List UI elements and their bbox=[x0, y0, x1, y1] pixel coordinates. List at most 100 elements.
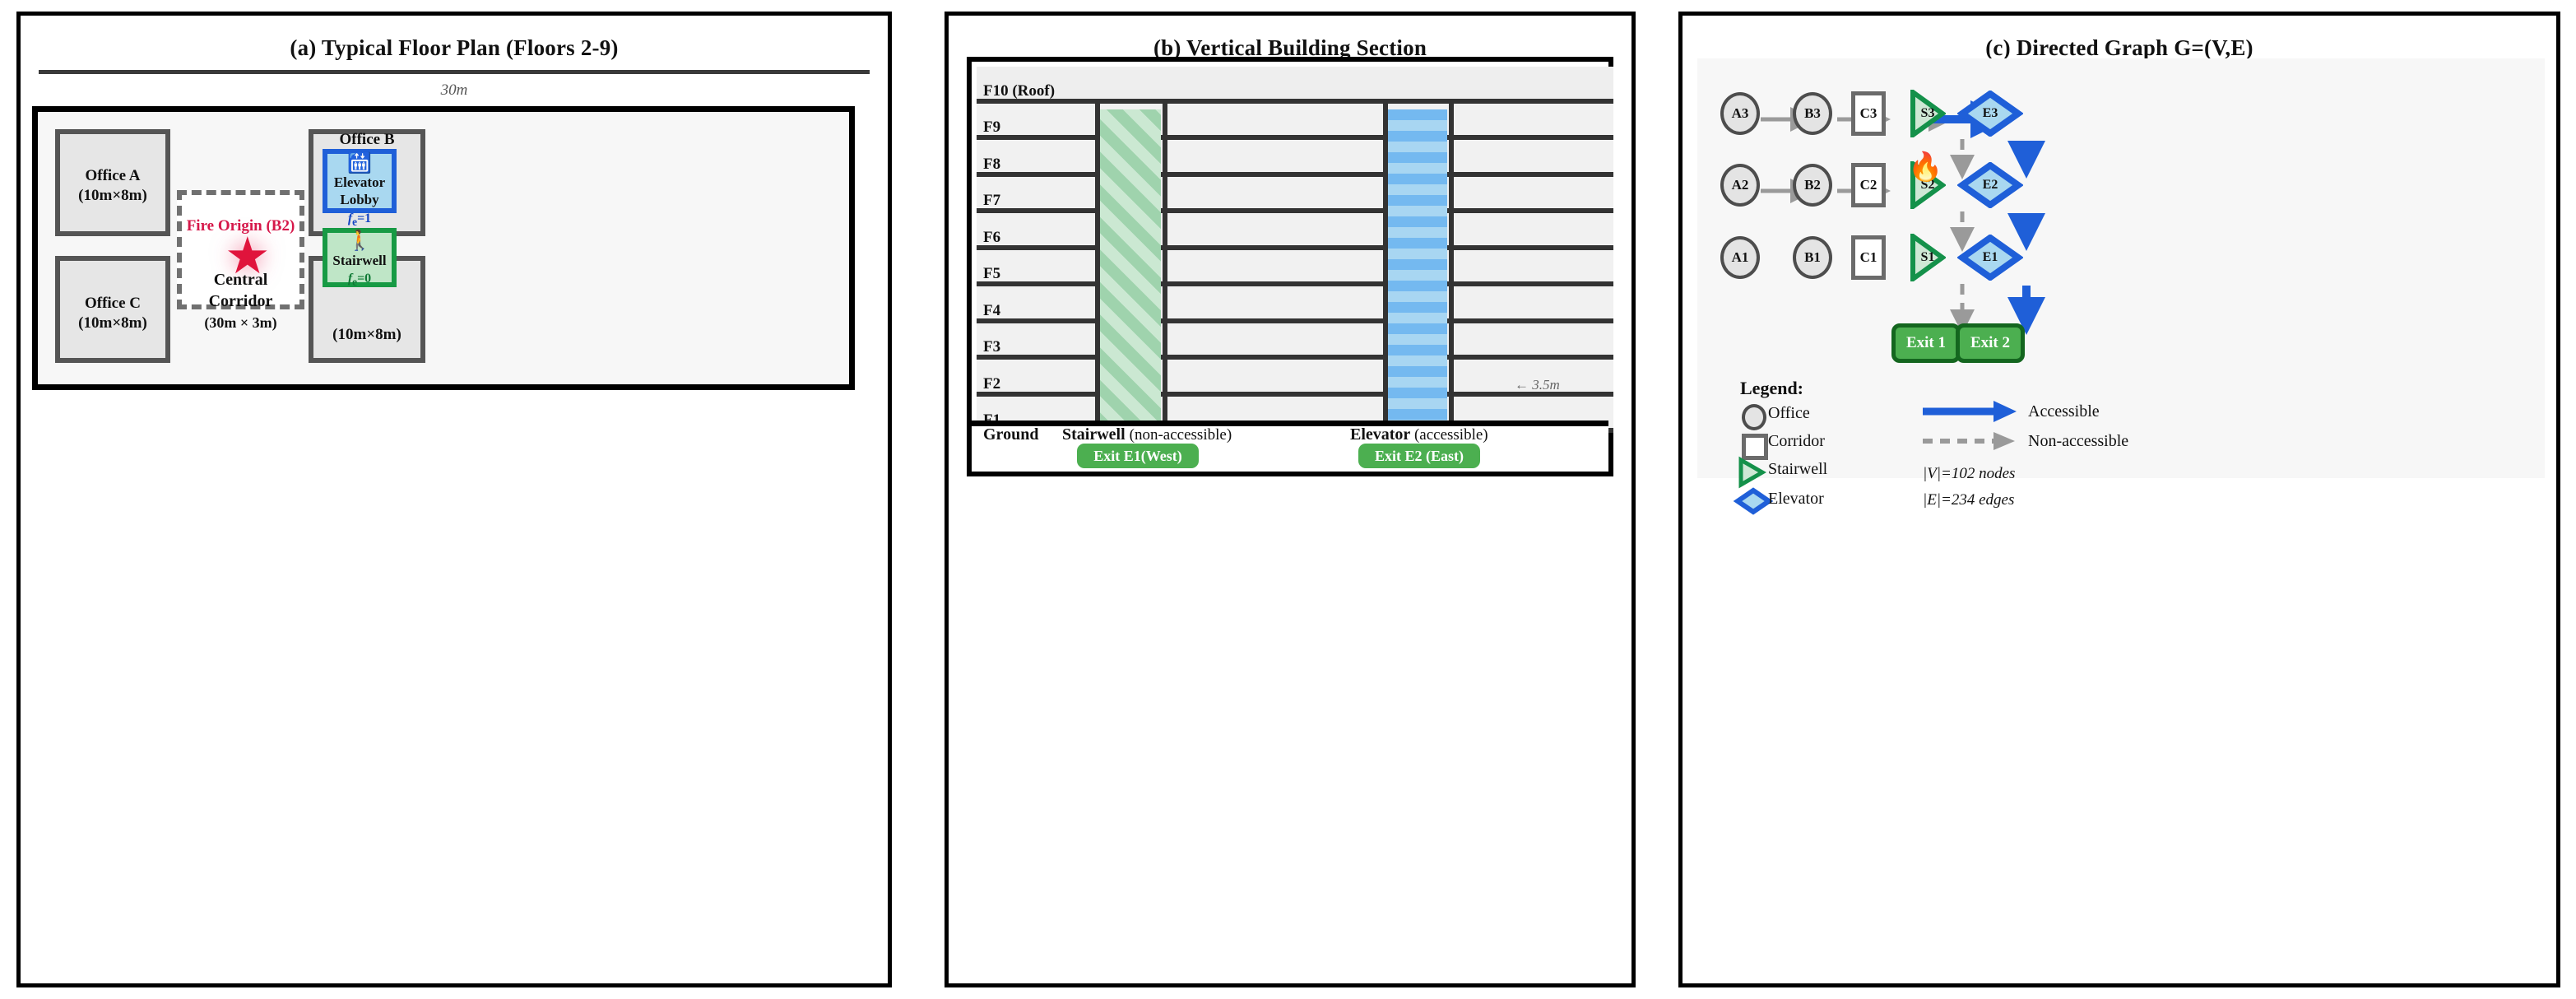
section-elevator-caption: Elevator (accessible) bbox=[1350, 425, 1488, 444]
stairwell-line1: Stairwell bbox=[332, 253, 387, 268]
graph-node-label: S1 bbox=[1920, 250, 1935, 264]
elevator-lobby-line1: Elevator bbox=[333, 174, 386, 190]
floorplan-width-dim: 30m bbox=[440, 81, 468, 99]
floor-label: F6 bbox=[983, 228, 1001, 246]
section-stairwell-label: Stairwell bbox=[1062, 425, 1126, 444]
graph-node-label: E3 bbox=[1982, 106, 1998, 120]
floor-label: F2 bbox=[983, 374, 1001, 393]
floor-band bbox=[977, 67, 1613, 104]
graph-node-office-A3[interactable]: A3 bbox=[1720, 92, 1760, 135]
floor-cell-divider bbox=[1449, 103, 1454, 433]
floor-band bbox=[977, 140, 1613, 177]
room-office-a-label: Office A (10m×8m) bbox=[55, 166, 170, 207]
graph-node-label: S3 bbox=[1920, 106, 1935, 120]
stairwell-shaft bbox=[1100, 109, 1161, 429]
elevator-icon: 🛗 bbox=[347, 153, 372, 174]
graph-node-corridor-C2[interactable]: C2 bbox=[1851, 163, 1886, 207]
flame-icon: 🔥 bbox=[1908, 152, 1943, 183]
floor-band bbox=[977, 213, 1613, 250]
floor-height-label: ← 3.5m bbox=[1515, 377, 1560, 393]
diamond-icon bbox=[1733, 487, 1774, 515]
floor-label: F10 (Roof) bbox=[983, 81, 1056, 100]
office-a-name: Office A bbox=[85, 167, 141, 184]
fire-origin-label: Fire Origin (B2) bbox=[186, 217, 295, 235]
legend-stat-nodes: |V|=102 nodes bbox=[1923, 465, 2016, 482]
floor-cell-divider bbox=[1383, 103, 1388, 433]
graph-canvas bbox=[1697, 58, 2545, 478]
walking-person-icon: 🚶 bbox=[347, 230, 372, 252]
stairwell-label: Stairwell fe=0 bbox=[323, 252, 397, 290]
legend-label-non-accessible: Non-accessible bbox=[2028, 432, 2129, 450]
graph-node-office-A2[interactable]: A2 bbox=[1720, 164, 1760, 207]
star-marker: ★ bbox=[225, 229, 271, 285]
floor-label: F9 bbox=[983, 118, 1001, 136]
corridor-size: (30m × 3m) bbox=[204, 314, 277, 331]
office-b-name: Office B bbox=[339, 131, 395, 148]
graph-node-elevator-E2[interactable]: E2 bbox=[1957, 162, 2023, 208]
legend-label-corridor: Corridor bbox=[1768, 432, 1825, 450]
graph-node-stairwell-S1[interactable]: S1 bbox=[1910, 234, 1946, 281]
graph-node-office-B1[interactable]: B1 bbox=[1793, 236, 1832, 279]
circle-icon bbox=[1742, 404, 1766, 430]
graph-node-stairwell-S3[interactable]: S3 bbox=[1910, 90, 1946, 137]
graph-node-label: S2 bbox=[1920, 178, 1935, 192]
panel-a-rule bbox=[39, 70, 870, 74]
graph-node-label: E2 bbox=[1982, 178, 1998, 192]
floor-cell-divider bbox=[1095, 103, 1100, 433]
graph-node-elevator-E3[interactable]: E3 bbox=[1957, 91, 2023, 137]
panel-vertical-section: (b) Vertical Building Section F10 (Roof)… bbox=[945, 12, 1636, 987]
stairwell-box bbox=[323, 228, 397, 287]
graph-node-exit-exit-2[interactable]: Exit 2 bbox=[1956, 323, 2025, 363]
panel-floor-plan: (a) Typical Floor Plan (Floors 2-9) 30m … bbox=[16, 12, 892, 987]
panel-b-title: (b) Vertical Building Section bbox=[1153, 35, 1427, 60]
elevator-fe-value: fe=1 bbox=[347, 211, 372, 228]
graph-node-exit-exit-1[interactable]: Exit 1 bbox=[1891, 323, 1961, 363]
panel-c-title: (c) Directed Graph G=(V,E) bbox=[1985, 35, 2253, 60]
legend-label-stairwell: Stairwell bbox=[1768, 460, 1828, 478]
room-office-c bbox=[55, 256, 170, 363]
room-office-a bbox=[55, 129, 170, 236]
exit-e1-button[interactable]: Exit E1(West) bbox=[1077, 444, 1199, 468]
section-stairwell-caption: Stairwell (non-accessible) bbox=[1062, 425, 1232, 444]
graph-node-stairwell-S2[interactable]: S2 bbox=[1910, 161, 1946, 209]
central-corridor bbox=[177, 190, 304, 309]
corridor-name-line1: Central bbox=[213, 271, 268, 289]
elevator-lobby-box bbox=[323, 149, 397, 213]
floor-label: F4 bbox=[983, 301, 1001, 319]
office-c-name: Office C bbox=[84, 295, 142, 312]
floor-band bbox=[977, 286, 1613, 323]
elevator-lobby-label: Elevator Lobby fe=1 bbox=[323, 174, 397, 229]
floor-band bbox=[977, 103, 1613, 140]
elevator-lobby-line2: Lobby bbox=[340, 192, 379, 208]
section-outline: F10 (Roof)F9F8F7F6F5F4F3F2F1 ← 3.5m Grou… bbox=[967, 57, 1613, 476]
office-b-lower-size: (10m×8m) bbox=[332, 326, 401, 343]
floor-band bbox=[977, 176, 1613, 213]
legend-title: Legend: bbox=[1740, 378, 1803, 398]
floor-label: F7 bbox=[983, 192, 1001, 209]
graph-node-office-B2[interactable]: B2 bbox=[1793, 164, 1832, 207]
graph-node-elevator-E1[interactable]: E1 bbox=[1957, 235, 2023, 281]
graph-node-office-B3[interactable]: B3 bbox=[1793, 92, 1832, 135]
legend-label-accessible: Accessible bbox=[2028, 402, 2100, 421]
exit-e2-button[interactable]: Exit E2 (East) bbox=[1358, 444, 1480, 468]
legend-stat-edges: |E|=234 edges bbox=[1923, 491, 2015, 509]
graph-node-corridor-C3[interactable]: C3 bbox=[1851, 91, 1886, 136]
panel-directed-graph: (c) Directed Graph G=(V,E) bbox=[1678, 12, 2560, 987]
floor-band bbox=[977, 249, 1613, 286]
graph-node-office-A1[interactable]: A1 bbox=[1720, 236, 1760, 279]
ground-label: Ground bbox=[983, 425, 1039, 444]
room-office-c-label: Office C (10m×8m) bbox=[55, 294, 170, 334]
graph-node-corridor-C1[interactable]: C1 bbox=[1851, 235, 1886, 280]
floor-label: F5 bbox=[983, 265, 1001, 282]
floor-band bbox=[977, 323, 1613, 360]
floor-label: F8 bbox=[983, 155, 1001, 173]
floor-band bbox=[977, 360, 1613, 397]
section-stairwell-note: (non-accessible) bbox=[1129, 426, 1232, 444]
section-elevator-note: (accessible) bbox=[1413, 426, 1488, 444]
floor-cell-divider bbox=[1163, 103, 1167, 433]
office-a-size: (10m×8m) bbox=[78, 187, 147, 205]
legend-label-elevator: Elevator bbox=[1768, 490, 1824, 508]
floor-label: F3 bbox=[983, 338, 1001, 355]
graph-node-label: E1 bbox=[1982, 250, 1998, 264]
